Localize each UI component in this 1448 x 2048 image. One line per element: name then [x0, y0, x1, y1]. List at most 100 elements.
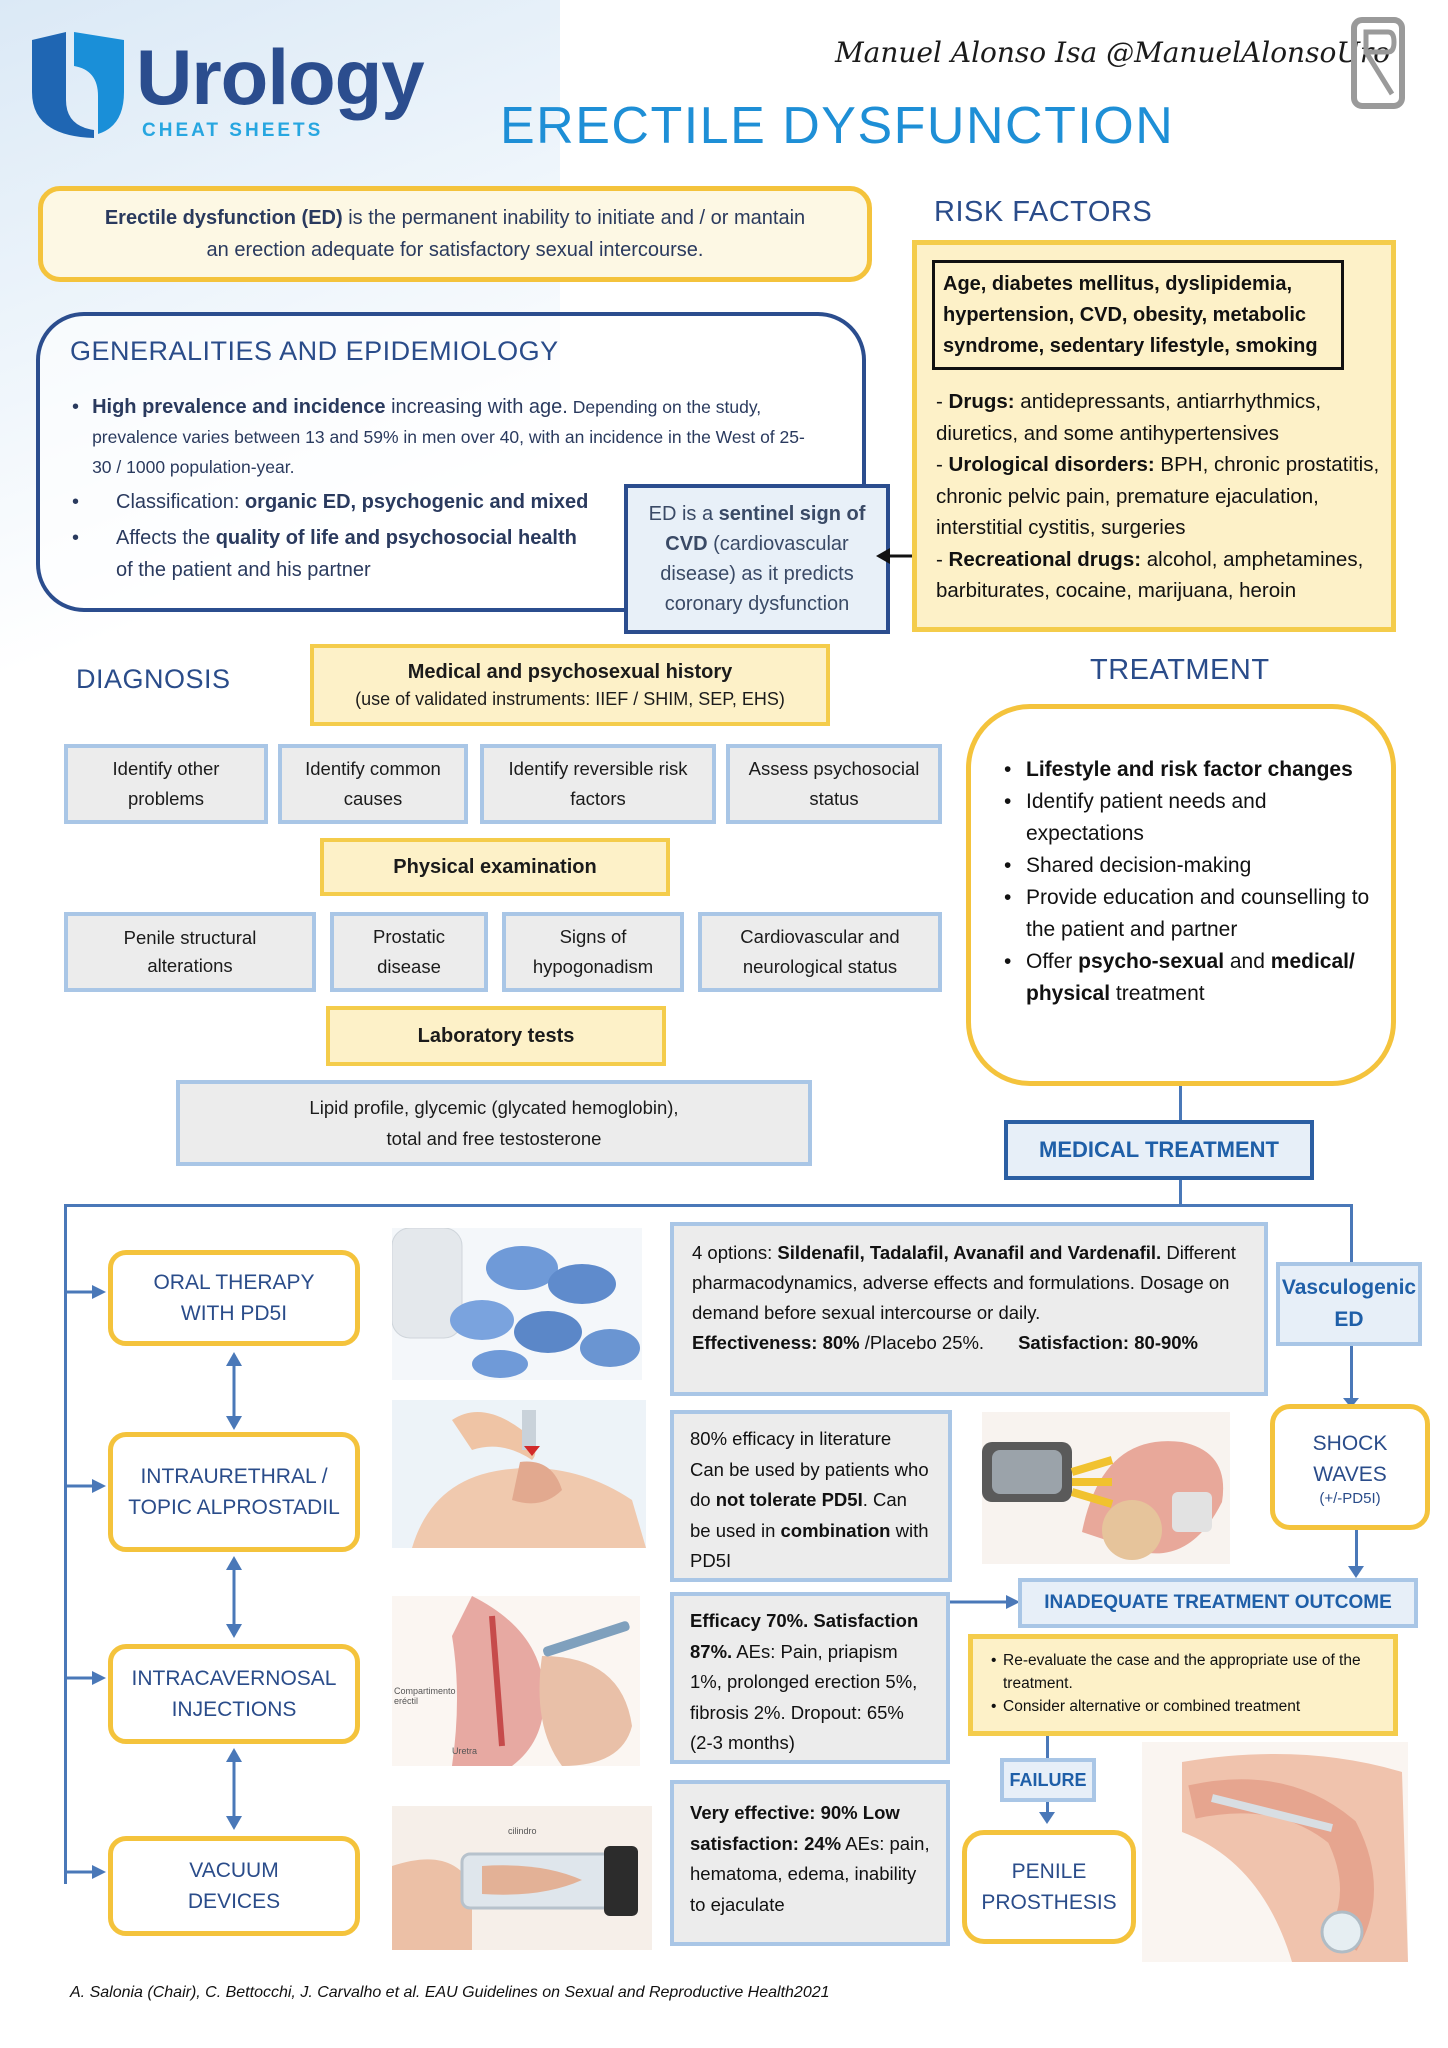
shock-waves-box: SHOCK WAVES (+/-PD5I) — [1270, 1404, 1430, 1530]
treatment-item: Identify patient needs and expectations — [1026, 790, 1267, 845]
lab-text-line1: Lipid profile, glycemic (glycated hemogl… — [309, 1097, 679, 1118]
risk-title: RISK FACTORS — [934, 196, 1153, 228]
connector — [1179, 1180, 1182, 1204]
inadequate-outcome-box: INADEQUATE TREATMENT OUTCOME — [1018, 1578, 1418, 1628]
image-label: cilindro — [508, 1826, 537, 1836]
definition-box: Erectile dysfunction (ED) is the permane… — [38, 186, 872, 282]
generalities-b3-pre: Affects the — [116, 527, 216, 549]
roc-logo — [1348, 14, 1408, 114]
reevaluate-item: Re-evaluate the case and the appropriate… — [1003, 1652, 1361, 1692]
treatment-item: Provide education and counselling to the… — [1026, 886, 1370, 941]
generalities-b2-bold: organic ED, psychogenic and mixed — [244, 491, 589, 513]
risk-drugs-label: Drugs: — [948, 390, 1015, 413]
arrow-to-outcome — [950, 1595, 1020, 1609]
lab-box: Laboratory tests — [326, 1006, 666, 1066]
generalities-list: • High prevalence and incidence increasi… — [72, 396, 805, 581]
reevaluate-box: •Re-evaluate the case and the appropriat… — [968, 1634, 1398, 1736]
pills-image — [392, 1228, 642, 1380]
prosthesis-image — [1142, 1742, 1408, 1962]
risk-main-box: Age, diabetes mellitus, dyslipidemia, hy… — [932, 260, 1344, 370]
connector — [1046, 1736, 1049, 1758]
therapy-box-intraurethral: INTRAURETHRAL /TOPIC ALPROSTADIL — [108, 1432, 360, 1552]
treatment-box — [966, 704, 1396, 1086]
treatment-list: •Lifestyle and risk factor changes •Iden… — [1004, 754, 1370, 1010]
logo: Urology CHEAT SHEETS — [26, 30, 456, 150]
page-title: ERECTILE DYSFUNCTION — [500, 97, 1175, 155]
generalities-b1-bold: High prevalence and incidence — [92, 396, 386, 418]
vacuum-image: cilindro — [392, 1806, 652, 1950]
diag-row1-item: Identify reversible risk factors — [480, 744, 716, 824]
intraurethral-image — [392, 1400, 646, 1548]
risk-uro: BPH, chronic prostatitis, chronic pelvic… — [936, 453, 1380, 539]
connector — [1046, 1802, 1049, 1816]
sentinel-box: ED is a sentinel sign of CVD (cardiovasc… — [624, 484, 890, 634]
sentinel-pre: ED is a — [648, 503, 719, 525]
generalities-title: GENERALITIES AND EPIDEMIOLOGY — [70, 336, 559, 366]
generalities-b2-pre: Classification: — [116, 491, 245, 513]
generalities-b3-bold: quality of life and psychosocial health — [215, 527, 577, 549]
intracavernosal-info-box: Efficacy 70%. Satisfaction 87%. AEs: Pai… — [670, 1592, 950, 1764]
definition-text: is the permanent inability to initiate a… — [206, 207, 806, 261]
connector — [1350, 1346, 1353, 1404]
connector — [64, 1204, 1352, 1207]
connector — [1355, 1530, 1358, 1570]
history-title: Medical and psychosexual history — [407, 661, 733, 683]
logo-subtitle: CHEAT SHEETS — [142, 120, 324, 141]
shockwave-image — [982, 1412, 1230, 1564]
vacuum-info-box: Very effective: 90% Low satisfaction: 24… — [670, 1780, 950, 1946]
sentinel-rest: (cardiovascular disease) as it predicts … — [660, 533, 854, 615]
vasculogenic-box: Vasculogenic ED — [1276, 1262, 1422, 1346]
diag-row2-item: Penile structural alterations — [64, 912, 316, 992]
logo-word: Urology — [136, 33, 425, 121]
diag-row1-item: Identify other problems — [64, 744, 268, 824]
risk-main: Age, diabetes mellitus, dyslipidemia, hy… — [943, 273, 1318, 357]
history-box: Medical and psychosexual history (use of… — [310, 644, 830, 726]
intraurethral-info-box: 80% efficacy in literature Can be used b… — [670, 1410, 952, 1582]
lab-text-line2: total and free testosterone — [386, 1128, 602, 1149]
risk-rec-label: Recreational drugs: — [948, 547, 1142, 571]
logo-shield-icon — [32, 32, 124, 138]
connector — [64, 1204, 67, 1884]
treatment-item: Lifestyle and risk factor changes — [1026, 758, 1353, 781]
risk-rec: alcohol, amphetamines, barbiturates, coc… — [936, 547, 1364, 603]
diagnosis-title: DIAGNOSIS — [76, 664, 231, 694]
roc-emblem-icon — [1351, 17, 1405, 109]
reevaluate-item: Consider alternative or combined treatme… — [1003, 1698, 1301, 1715]
treatment-item: Shared decision-making — [1026, 854, 1252, 877]
arrow-down-icon — [1039, 1812, 1055, 1824]
risk-uro-label: Urological disorders: — [948, 453, 1155, 476]
connector — [1179, 1086, 1182, 1122]
double-vertical-arrows — [226, 1352, 242, 1830]
diag-row2-item: Signs of hypogonadism — [502, 912, 684, 992]
oral-info-box: 4 options: Sildenafil, Tadalafil, Avanaf… — [670, 1222, 1268, 1396]
generalities-b3-rest: of the patient and his partner — [116, 559, 371, 581]
footer-reference: A. Salonia (Chair), C. Bettocchi, J. Car… — [70, 1984, 830, 2001]
generalities-b1-small: Depending on the study, prevalence varie… — [92, 397, 805, 477]
risk-drugs: antidepressants, antiarrhythmics, diuret… — [936, 390, 1322, 445]
definition-term: Erectile dysfunction (ED) — [104, 207, 343, 229]
image-label: Compartimento eréctil — [394, 1686, 456, 1706]
risk-details: - Drugs: antidepressants, antiarrhythmic… — [936, 390, 1380, 603]
branch-arrows — [64, 1285, 106, 1879]
diag-row2-item: Prostatic disease — [330, 912, 488, 992]
sentinel-bold: sentinel sign of CVD — [665, 503, 866, 555]
author-handle: Manuel Alonso Isa @ManuelAlonsoUro — [835, 36, 1391, 69]
treatment-title: TREATMENT — [1090, 654, 1270, 686]
failure-box: FAILURE — [1000, 1758, 1096, 1802]
diag-row2-item: Cardiovascular and neurological status — [698, 912, 942, 992]
medical-treatment-box: MEDICAL TREATMENT — [1004, 1120, 1314, 1180]
risk-box — [912, 240, 1396, 632]
connector — [1350, 1204, 1353, 1264]
intracavernosal-image: Compartimento eréctil Uretra — [392, 1596, 640, 1766]
treatment-item: Offer psycho-sexual and medical/ physica… — [1026, 950, 1355, 1005]
generalities-b1-rest: increasing with age. — [385, 396, 568, 418]
lab-results-box: Lipid profile, glycemic (glycated hemogl… — [176, 1080, 812, 1166]
history-subtitle: (use of validated instruments: IIEF / SH… — [355, 689, 785, 709]
exam-box: Physical examination — [320, 838, 670, 896]
arrow-down-icon — [1343, 1398, 1359, 1408]
image-label: Uretra — [452, 1746, 478, 1756]
diag-row1-item: Assess psychosocial status — [726, 744, 942, 824]
